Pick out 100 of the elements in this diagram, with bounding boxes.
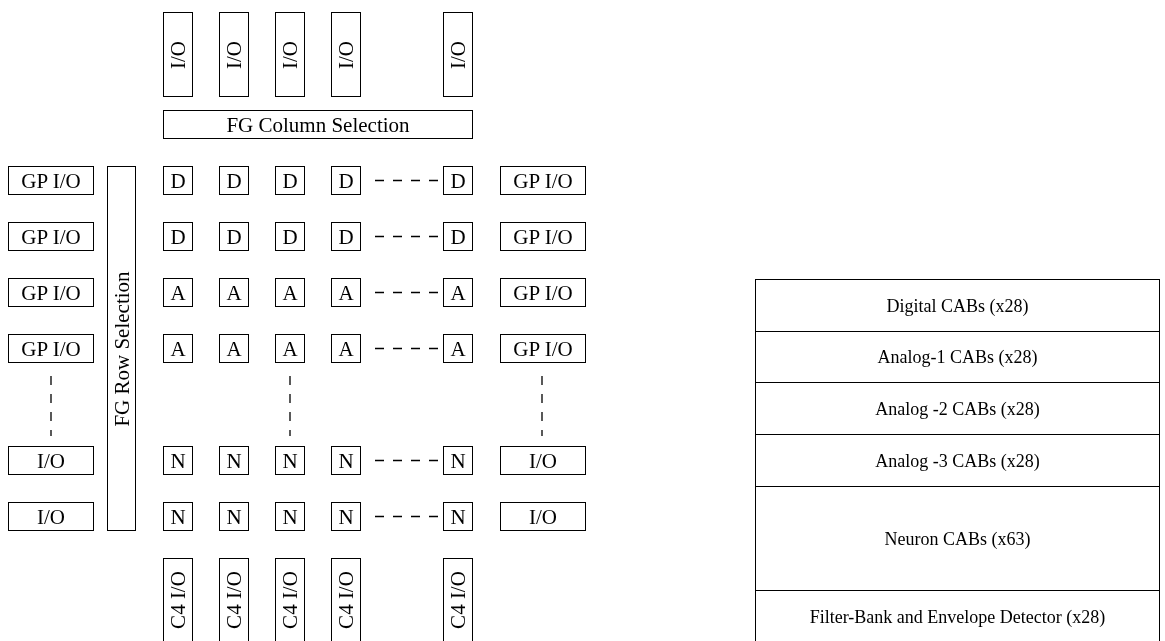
io-pad-box (275, 12, 305, 97)
box-label: FG Row Selection (111, 270, 132, 427)
box-label: I/O (335, 40, 357, 69)
box-label: GP I/O (21, 170, 81, 191)
box-label: A (338, 338, 354, 359)
io-pad-box (331, 12, 361, 97)
cab-cell (275, 166, 305, 195)
io-pad-box (500, 502, 586, 531)
box-label: N (170, 506, 186, 527)
box-label: GP I/O (21, 282, 81, 303)
io-pad-box (219, 12, 249, 97)
cab-cell (163, 222, 193, 251)
cab-cell (443, 446, 473, 475)
io-pad-box (219, 558, 249, 641)
io-pad-box (8, 166, 94, 195)
box-label: N (338, 506, 354, 527)
box-label: I/O (529, 450, 557, 471)
box-label: D (282, 226, 298, 247)
box-label: D (450, 226, 466, 247)
box-label: N (226, 450, 242, 471)
box-label: I/O (167, 40, 189, 69)
box-label: I/O (447, 40, 469, 69)
block-band (755, 279, 1160, 333)
cab-cell (275, 222, 305, 251)
cab-cell (443, 278, 473, 307)
box-label: N (226, 506, 242, 527)
box-label: N (338, 450, 354, 471)
io-pad-box (443, 12, 473, 97)
cab-cell (331, 222, 361, 251)
box-label: GP I/O (513, 282, 573, 303)
box-label: D (450, 170, 466, 191)
box-label: N (450, 450, 466, 471)
cab-cell (163, 446, 193, 475)
box-label: GP I/O (21, 226, 81, 247)
cab-cell (331, 502, 361, 531)
io-pad-box (500, 166, 586, 195)
io-pad-box (8, 446, 94, 475)
cab-cell (163, 334, 193, 363)
box-label: A (450, 338, 466, 359)
box-label: GP I/O (21, 338, 81, 359)
cab-cell (219, 334, 249, 363)
box-label: A (226, 338, 242, 359)
cab-cell (331, 166, 361, 195)
box-label: D (170, 170, 186, 191)
cab-cell (443, 222, 473, 251)
cab-cell (275, 278, 305, 307)
cab-cell (331, 334, 361, 363)
cab-cell (443, 334, 473, 363)
block-label: Filter-Bank and Envelope Detector (x28) (809, 607, 1106, 626)
box-label: A (282, 282, 298, 303)
box-label: D (170, 226, 186, 247)
io-pad-box (500, 278, 586, 307)
io-pad-box (8, 502, 94, 531)
io-pad-box (8, 278, 94, 307)
io-pad-box (331, 558, 361, 641)
io-pad-box (8, 222, 94, 251)
box-label: N (282, 450, 298, 471)
box-label: N (282, 506, 298, 527)
cab-cell (443, 166, 473, 195)
box-label: I/O (223, 40, 245, 69)
block-band (755, 331, 1160, 384)
cab-cell (163, 502, 193, 531)
cab-cell (219, 502, 249, 531)
cab-cell (219, 278, 249, 307)
box-label: C4 I/O (223, 571, 245, 629)
box-label: C4 I/O (447, 571, 469, 629)
box-label: A (282, 338, 298, 359)
box-label: A (338, 282, 354, 303)
cab-cell (219, 222, 249, 251)
box-label: A (450, 282, 466, 303)
box-label: D (226, 170, 242, 191)
box-label: FG Column Selection (226, 114, 410, 135)
column-selection-bar (163, 110, 473, 139)
block-band (755, 590, 1160, 641)
io-pad-box (443, 558, 473, 641)
box-label: C4 I/O (279, 571, 301, 629)
row-selection-bar (107, 166, 136, 531)
box-label: I/O (529, 506, 557, 527)
block-band (755, 382, 1160, 436)
io-pad-box (163, 12, 193, 97)
box-label: I/O (279, 40, 301, 69)
cab-cell (275, 334, 305, 363)
box-label: I/O (37, 450, 65, 471)
block-label: Digital CABs (x28) (886, 296, 1029, 315)
cab-cell (219, 446, 249, 475)
block-band (755, 434, 1160, 488)
cab-cell (163, 166, 193, 195)
io-pad-box (500, 446, 586, 475)
box-label: N (450, 506, 466, 527)
block-label: Neuron CABs (x63) (884, 529, 1031, 548)
block-label: Analog -3 CABs (x28) (875, 451, 1040, 470)
cab-cell (275, 502, 305, 531)
cab-cell (331, 278, 361, 307)
cab-cell (443, 502, 473, 531)
box-label: D (338, 226, 354, 247)
box-label: C4 I/O (335, 571, 357, 629)
block-label: Analog -2 CABs (x28) (875, 399, 1040, 418)
io-pad-box (163, 558, 193, 641)
box-label: A (226, 282, 242, 303)
box-label: I/O (37, 506, 65, 527)
